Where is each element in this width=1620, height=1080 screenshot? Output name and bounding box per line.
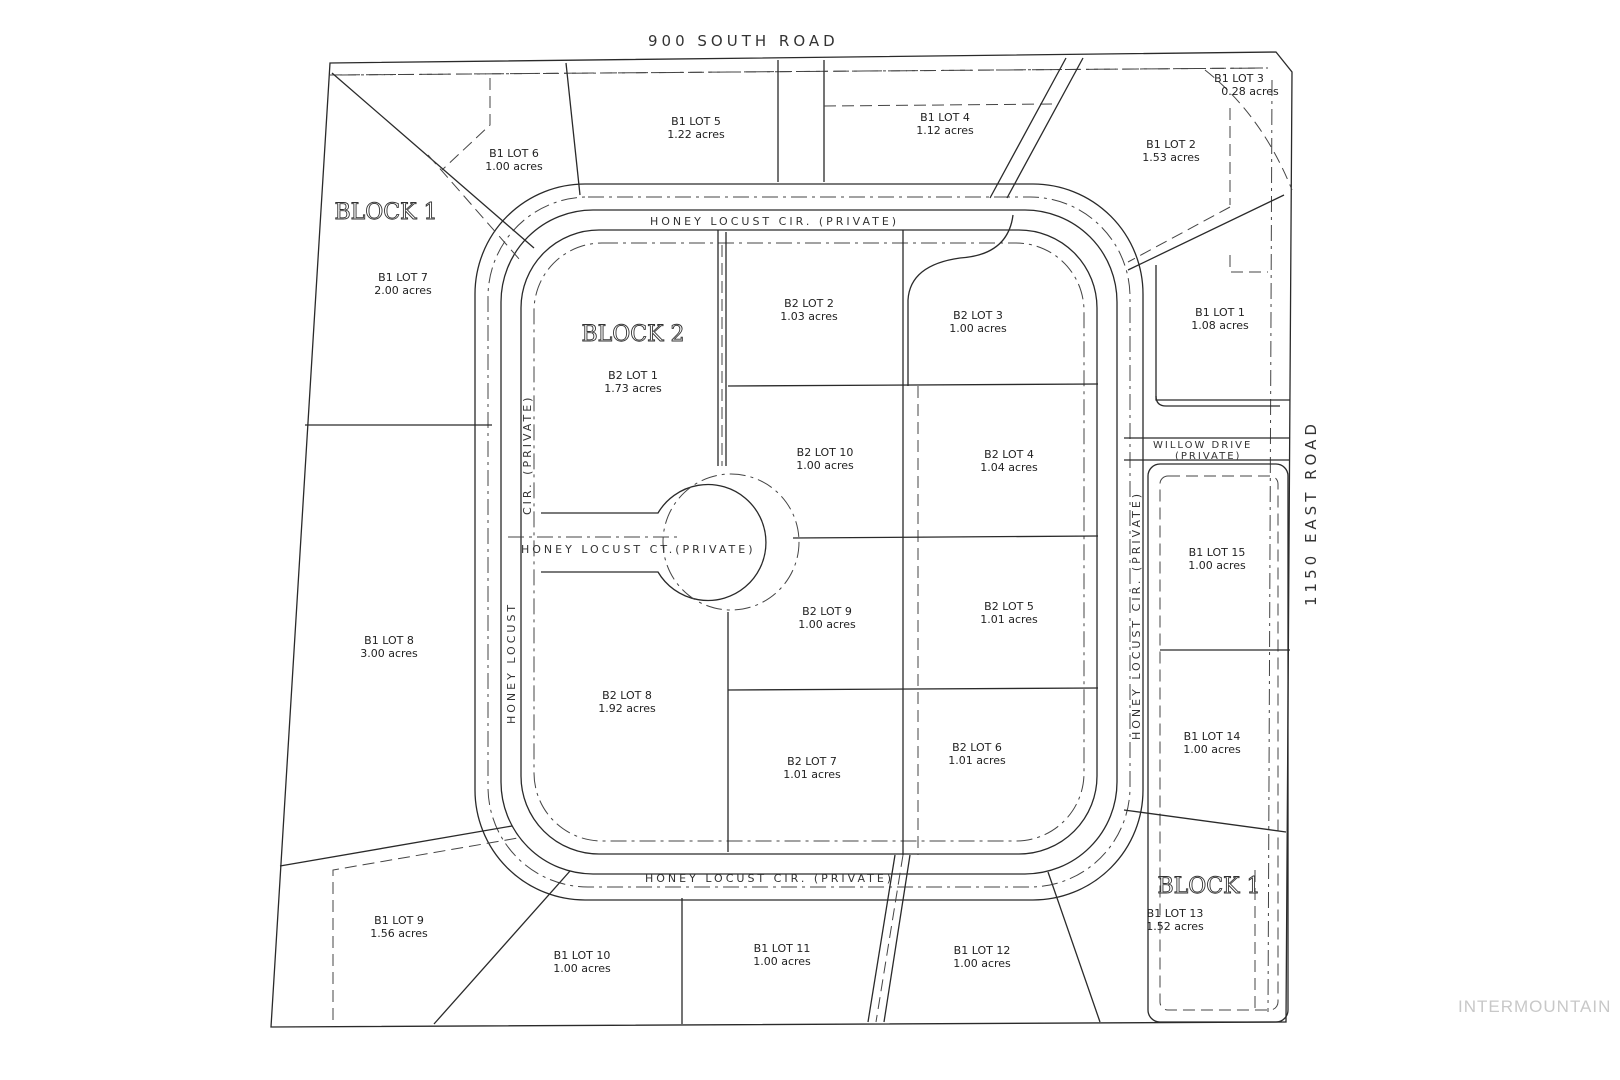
street-label-circle-south: HONEY LOCUST CIR. (PRIVATE): [645, 872, 894, 885]
street-label-court: HONEY LOCUST CT.(PRIVATE): [521, 543, 756, 556]
honey-locust-circle-road: [474, 183, 1144, 901]
willow-drive-road: [1124, 437, 1290, 1023]
street-label-willow-b: (PRIVATE): [1175, 451, 1241, 462]
block2-lot-lines: [717, 214, 1099, 1023]
block-label-block2: BLOCK 2: [581, 322, 684, 347]
honey-locust-court-road: [508, 473, 800, 611]
block-label-block1-northwest: BLOCK 1: [334, 200, 437, 225]
street-label-circle-east: HONEY LOCUST CIR. (PRIVATE): [1130, 491, 1143, 740]
street-label-willow-a: WILLOW DRIVE: [1153, 440, 1252, 451]
street-label-circle-west-b: CIR. (PRIVATE): [521, 395, 534, 515]
street-label-circle-west-a: HONEY LOCUST: [505, 602, 518, 724]
street-label-circle-north: HONEY LOCUST CIR. (PRIVATE): [650, 215, 899, 228]
block1-lot-lines: [279, 57, 1293, 1025]
watermark-logo-text: INTERMOUNTAIN: [1458, 997, 1611, 1016]
block-label-block1-southeast: BLOCK 1: [1157, 874, 1260, 899]
road-label-east: 1150 EAST ROAD: [1302, 420, 1320, 606]
road-label-north: 900 SOUTH ROAD: [648, 32, 839, 50]
